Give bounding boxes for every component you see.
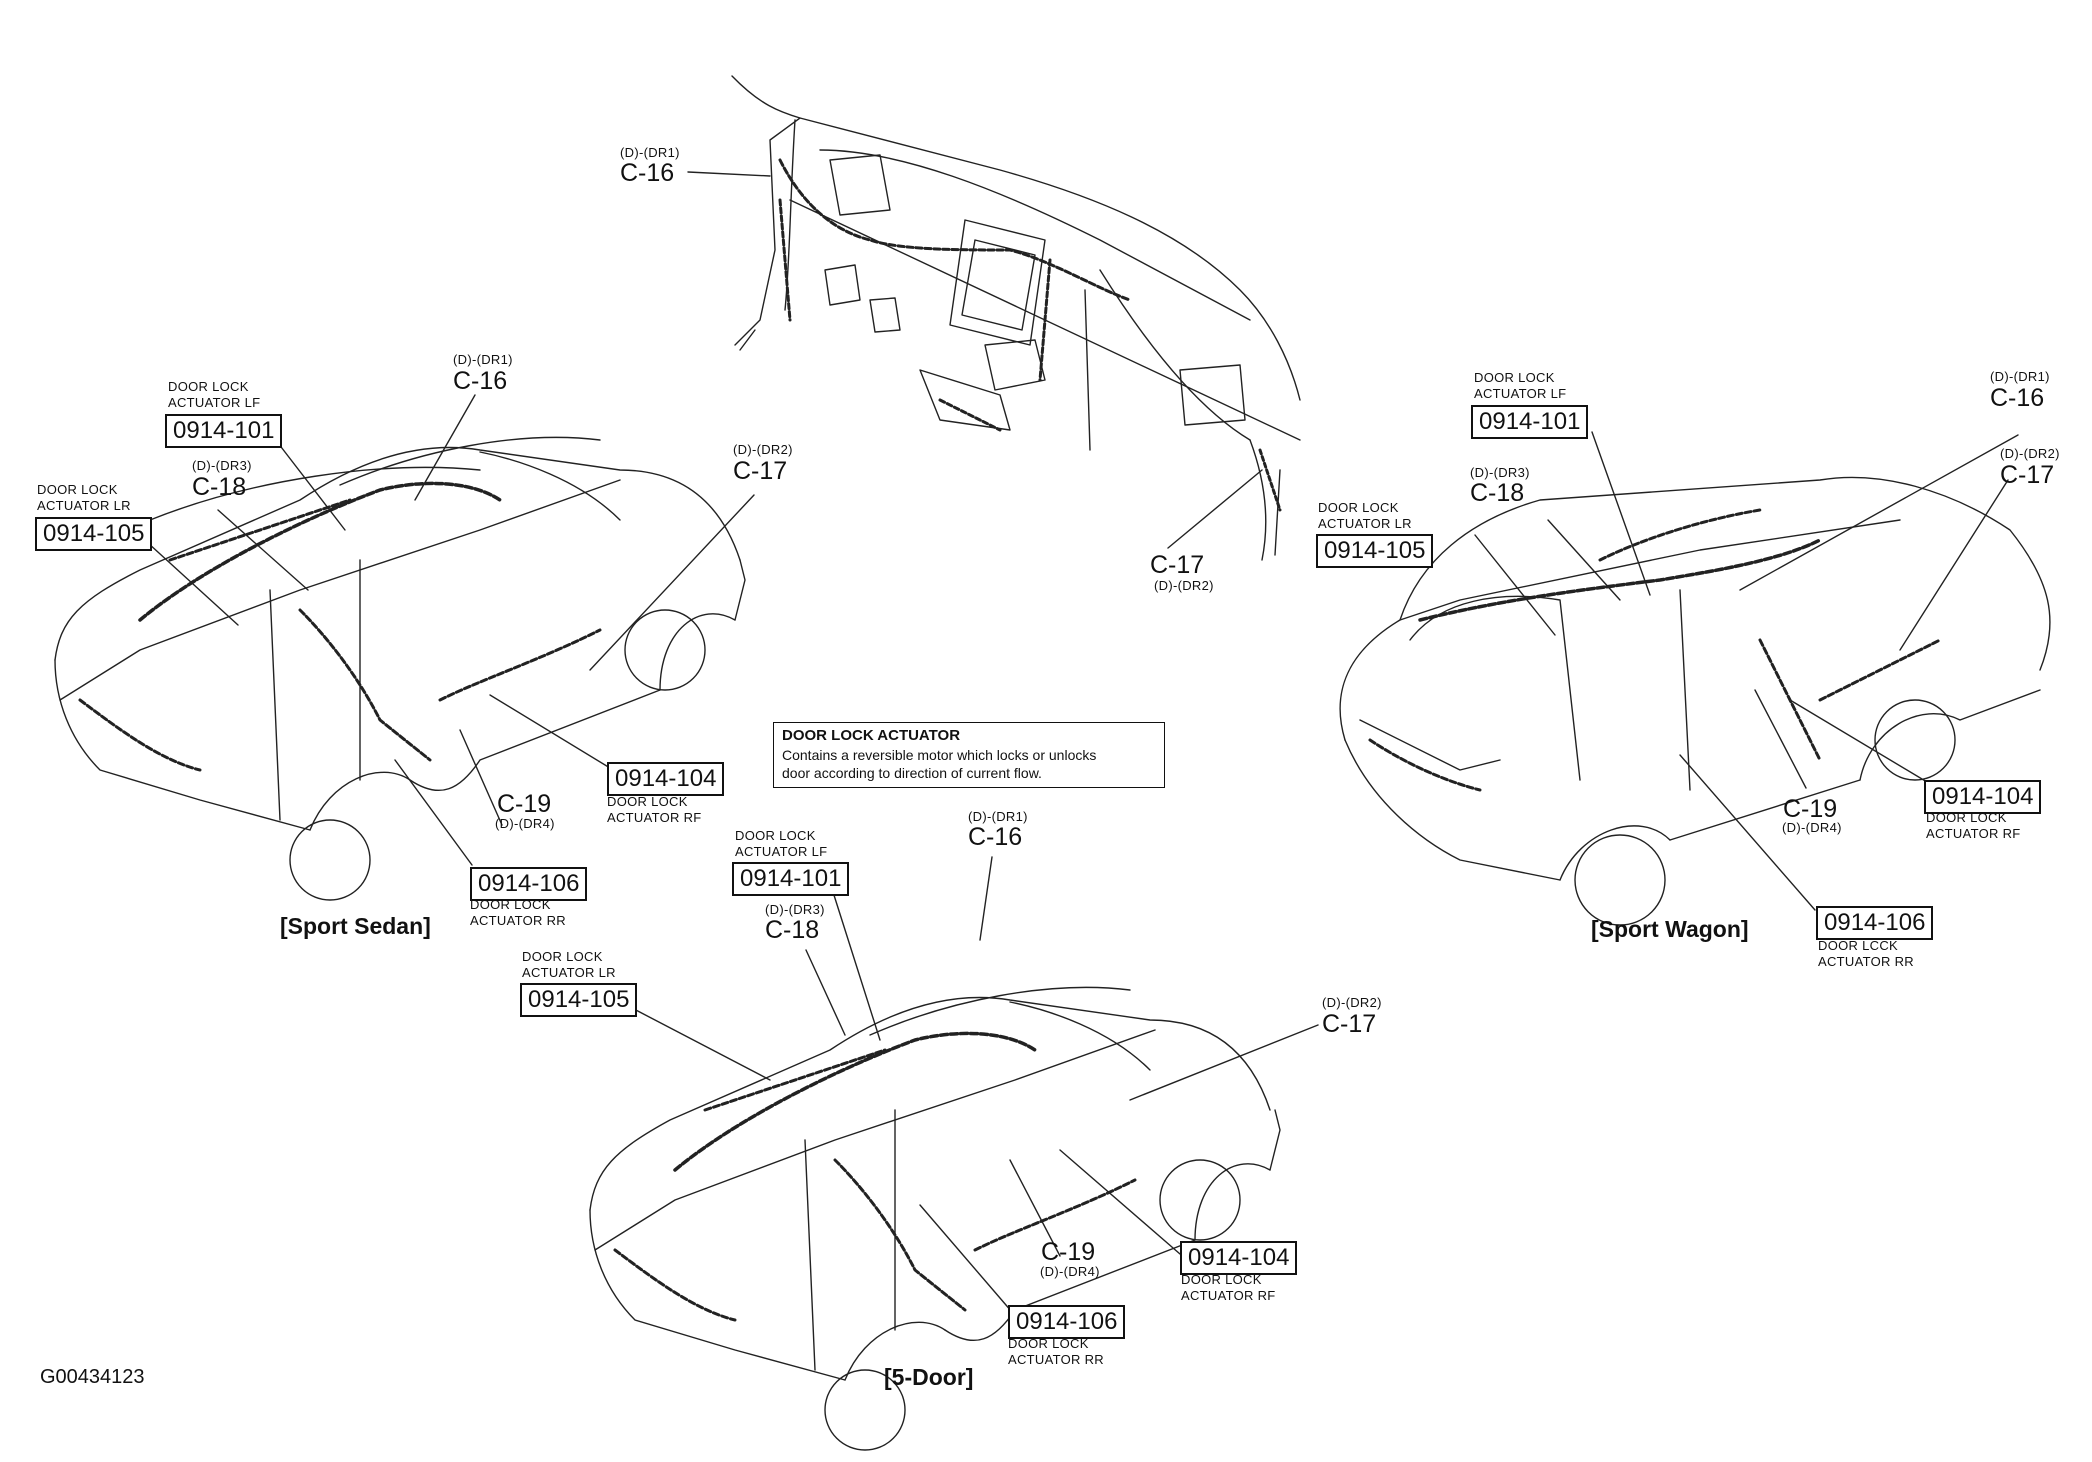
wagon-c17-code: (D)-(DR2): [2000, 446, 2060, 461]
wagon-rf-code: 0914-104: [1924, 780, 2042, 815]
wagon-c18-code: (D)-(DR3): [1470, 465, 1530, 480]
wagon-rr-code: 0914-106: [1816, 906, 1934, 941]
five-door-illustration: [589, 856, 1319, 1451]
wagon-lf-label-2: ACTUATOR LF: [1474, 386, 1567, 401]
wagon-lr-label-1: DOOR LOCK: [1318, 500, 1399, 515]
fivedoor-rf-label-2: ACTUATOR RF: [1181, 1288, 1276, 1303]
wagon-rf-label-2: ACTUATOR RF: [1926, 826, 2021, 841]
dashboard-illustration: [687, 75, 1301, 561]
sedan-lf-label-1: DOOR LOCK: [168, 379, 249, 394]
five-door-title: [5-Door]: [884, 1364, 974, 1390]
wagon-c17-label: C-17: [2000, 461, 2055, 489]
fivedoor-c19-label: C-19: [1041, 1238, 1096, 1266]
fivedoor-c17-label: C-17: [1322, 1010, 1377, 1038]
fivedoor-rr-code: 0914-106: [1008, 1305, 1126, 1340]
sedan-c18-label: C-18: [192, 473, 247, 501]
sedan-c16-label: C-16: [453, 367, 508, 395]
wagon-c18-label: C-18: [1470, 479, 1525, 507]
wagon-c16-code: (D)-(DR1): [1990, 369, 2050, 384]
wagon-rr-label-1: DOOR LCCK: [1818, 938, 1898, 953]
sedan-lf-label-2: ACTUATOR LF: [168, 395, 261, 410]
fivedoor-lr-label-2: ACTUATOR LR: [522, 965, 616, 980]
sedan-c17-code: (D)-(DR2): [733, 442, 793, 457]
sport-wagon-title: [Sport Wagon]: [1591, 916, 1749, 942]
fivedoor-c17-code: (D)-(DR2): [1322, 995, 1382, 1010]
fivedoor-rf-code: 0914-104: [1180, 1241, 1298, 1276]
fivedoor-rf-label-1: DOOR LOCK: [1181, 1272, 1262, 1287]
sedan-c18-code: (D)-(DR3): [192, 458, 252, 473]
dash-c17-label: C-17: [1150, 551, 1205, 579]
wagon-c19-code: (D)-(DR4): [1782, 820, 1842, 835]
fivedoor-lr-label-1: DOOR LOCK: [522, 949, 603, 964]
fivedoor-rr-label-2: ACTUATOR RR: [1008, 1352, 1104, 1367]
sedan-rr-label-1: DOOR LOCK: [470, 897, 551, 912]
sedan-c16-code: (D)-(DR1): [453, 352, 513, 367]
sedan-c17-label: C-17: [733, 457, 788, 485]
fivedoor-c16-code: (D)-(DR1): [968, 809, 1028, 824]
info-box-heading: DOOR LOCK ACTUATOR: [782, 727, 961, 744]
info-box-description-2: door according to direction of current f…: [782, 764, 1042, 781]
sedan-lr-label-2: ACTUATOR LR: [37, 498, 131, 513]
sedan-rf-label-1: DOOR LOCK: [607, 794, 688, 809]
fivedoor-lf-code: 0914-101: [732, 862, 850, 897]
dash-c16-label: C-16: [620, 159, 675, 187]
sedan-rf-code: 0914-104: [607, 762, 725, 797]
sedan-c19-code: (D)-(DR4): [495, 816, 555, 831]
fivedoor-lr-code: 0914-105: [520, 983, 638, 1018]
figure-id: G00434123: [40, 1366, 145, 1388]
sedan-rr-code: 0914-106: [470, 867, 588, 902]
wagon-lf-label-1: DOOR LOCK: [1474, 370, 1555, 385]
sedan-lr-code: 0914-105: [35, 517, 153, 552]
wagon-lf-code: 0914-101: [1471, 405, 1589, 440]
wagon-c19-label: C-19: [1783, 795, 1838, 823]
fivedoor-lf-label-1: DOOR LOCK: [735, 828, 816, 843]
fivedoor-c19-code: (D)-(DR4): [1040, 1264, 1100, 1279]
fivedoor-lf-label-2: ACTUATOR LF: [735, 844, 828, 859]
wagon-lr-label-2: ACTUATOR LR: [1318, 516, 1412, 531]
fivedoor-c16-label: C-16: [968, 823, 1023, 851]
fivedoor-c18-label: C-18: [765, 916, 820, 944]
wagon-rf-label-1: DOOR LOCK: [1926, 810, 2007, 825]
dash-c16-code: (D)-(DR1): [620, 145, 680, 160]
wagon-lr-code: 0914-105: [1316, 534, 1434, 569]
door-lock-actuator-info-box: DOOR LOCK ACTUATOR Contains a reversible…: [773, 722, 1165, 788]
sedan-lf-code: 0914-101: [165, 414, 283, 449]
dash-c17-code: (D)-(DR2): [1154, 578, 1214, 593]
fivedoor-rr-label-1: DOOR LOCK: [1008, 1336, 1089, 1351]
sport-wagon-illustration: [1339, 431, 2051, 926]
sedan-c19-label: C-19: [497, 790, 552, 818]
wagon-c16-label: C-16: [1990, 384, 2045, 412]
sedan-rf-label-2: ACTUATOR RF: [607, 810, 702, 825]
sport-sedan-illustration: [54, 394, 755, 901]
fivedoor-c18-code: (D)-(DR3): [765, 902, 825, 917]
sedan-rr-label-2: ACTUATOR RR: [470, 913, 566, 928]
sedan-lr-label-1: DOOR LOCK: [37, 482, 118, 497]
wagon-rr-label-2: ACTUATOR RR: [1818, 954, 1914, 969]
info-box-description-1: Contains a reversible motor which locks …: [782, 747, 1097, 763]
sport-sedan-title: [Sport Sedan]: [280, 913, 431, 939]
